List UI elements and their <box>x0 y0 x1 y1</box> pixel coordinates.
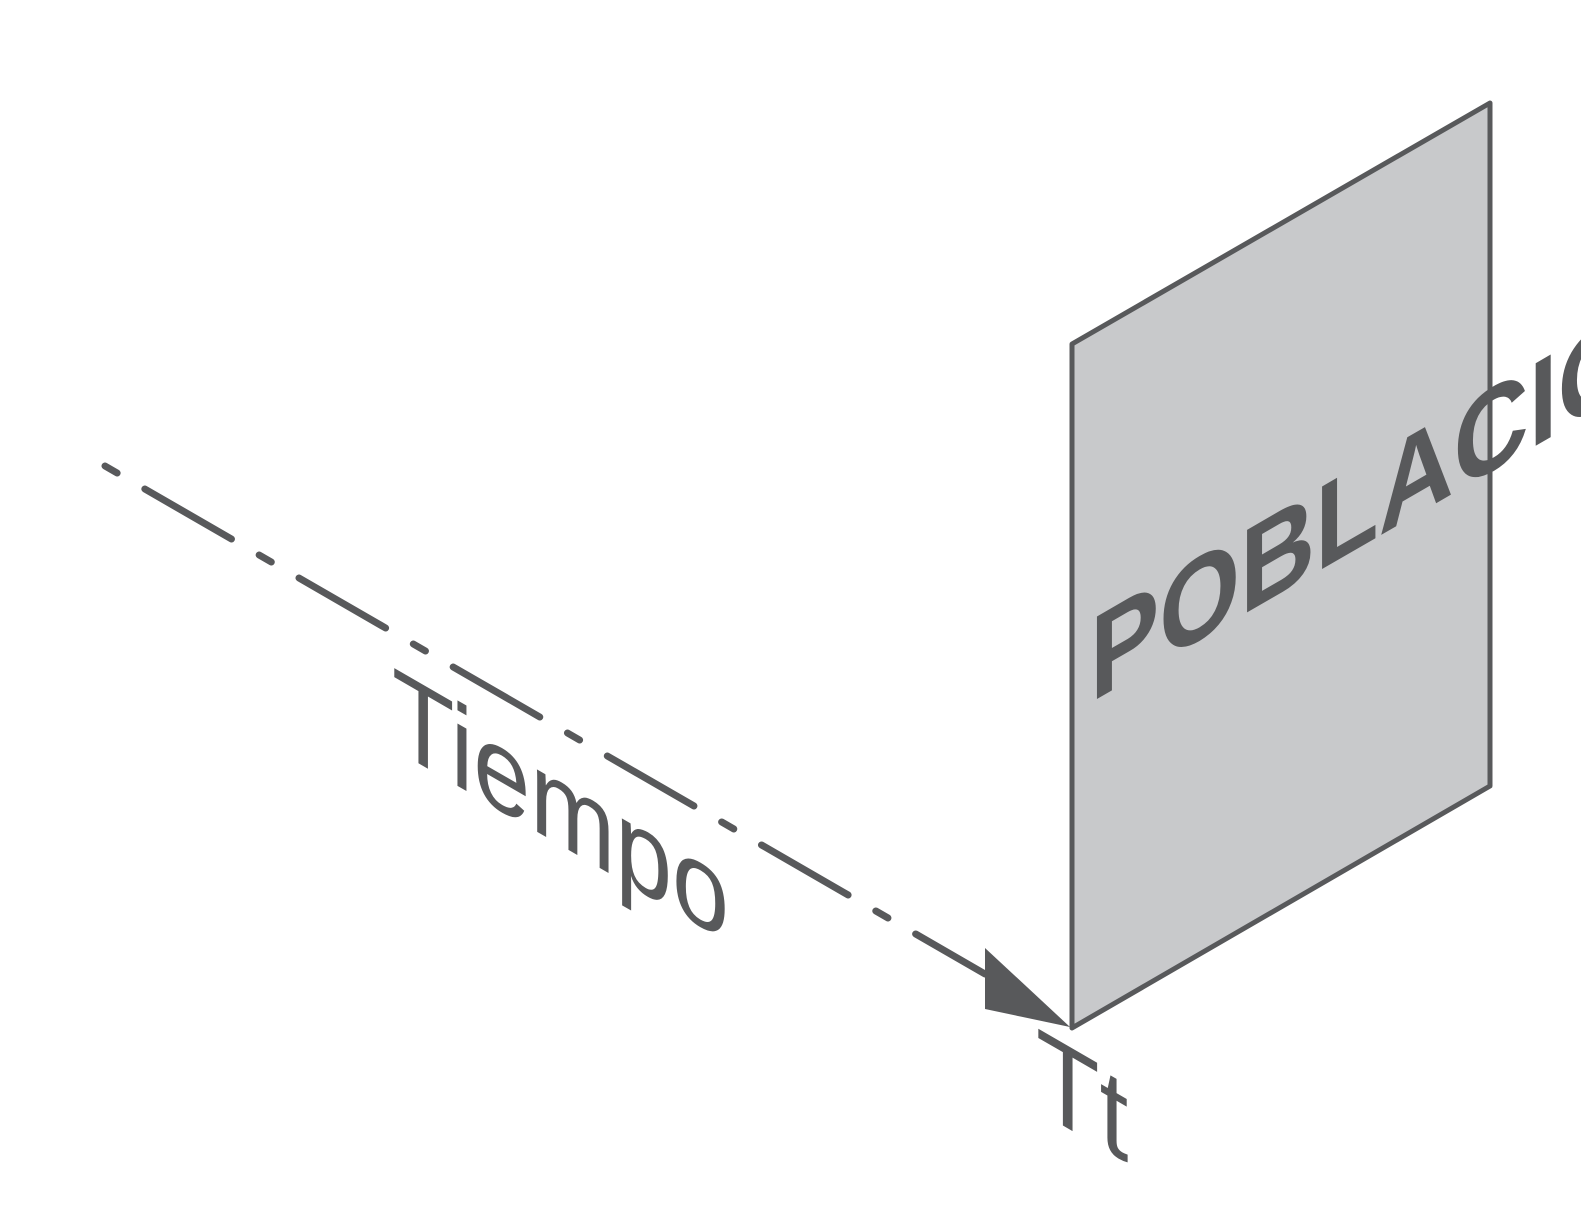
time-axis-label: Tiempo <box>392 642 729 969</box>
population-plane <box>1069 100 1493 1031</box>
instant-label: Tt <box>1036 1002 1128 1189</box>
time-axis-arrowhead <box>985 948 1070 1027</box>
time-axis-line <box>101 462 989 978</box>
